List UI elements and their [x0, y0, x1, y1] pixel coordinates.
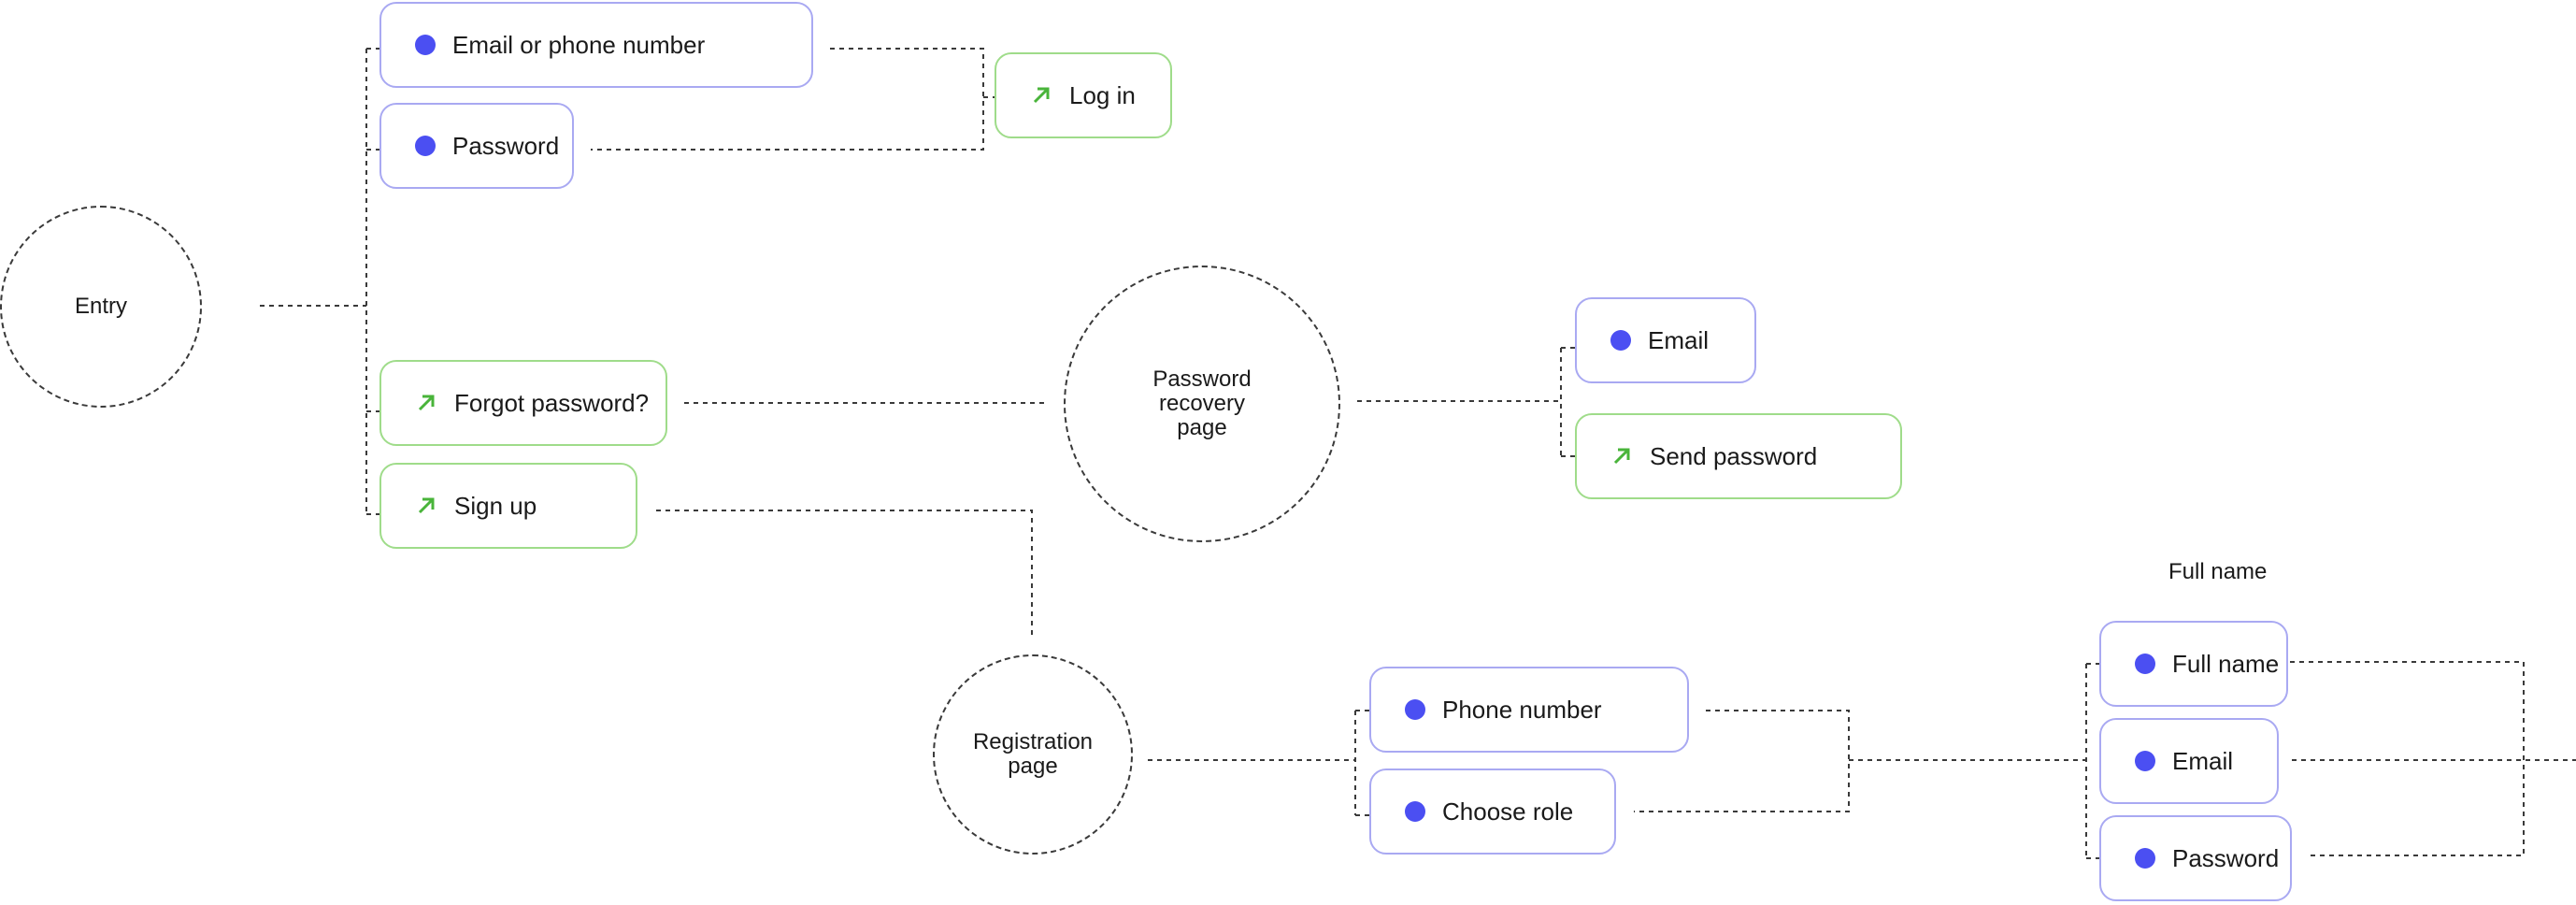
entry-label: Entry — [74, 294, 127, 319]
field-dot-icon — [415, 136, 436, 156]
forgot-password-label: Forgot password? — [454, 388, 650, 417]
arrow-up-right-icon — [1033, 87, 1050, 104]
log-in-button[interactable]: Log in — [995, 52, 1172, 138]
full-name-label: Full name — [2172, 649, 2280, 678]
password-recovery-label: Password recovery page — [1152, 366, 1252, 440]
password-field[interactable]: Password — [379, 103, 574, 189]
choose-role-label: Choose role — [1442, 797, 1574, 826]
arrow-up-right-icon — [418, 497, 435, 514]
send-password-button[interactable]: Send password — [1575, 413, 1902, 499]
arrow-up-right-icon — [418, 395, 435, 411]
field-dot-icon — [1610, 330, 1631, 351]
full-name-field[interactable]: Full name — [2099, 621, 2288, 707]
field-dot-icon — [1405, 801, 1425, 822]
recovery-email-label: Email — [1648, 325, 1710, 354]
profile-password-label: Password — [2172, 843, 2280, 872]
profile-password-field[interactable]: Password — [2099, 815, 2292, 901]
registration-page-circle: Registration page — [933, 654, 1133, 855]
forgot-password-button[interactable]: Forgot password? — [379, 360, 667, 446]
choose-role-field[interactable]: Choose role — [1369, 769, 1616, 855]
email-or-phone-label: Email or phone number — [452, 30, 706, 59]
field-dot-icon — [1405, 699, 1425, 720]
sign-up-label: Sign up — [454, 491, 537, 520]
arrow-up-right-icon — [1613, 448, 1630, 465]
field-dot-icon — [415, 35, 436, 55]
entry-circle: Entry — [0, 206, 202, 408]
sign-up-button[interactable]: Sign up — [379, 463, 637, 549]
field-dot-icon — [2135, 848, 2155, 869]
send-password-label: Send password — [1650, 441, 1818, 470]
recovery-email-field[interactable]: Email — [1575, 297, 1756, 383]
field-dot-icon — [2135, 751, 2155, 771]
registration-label: Registration page — [972, 729, 1094, 779]
profile-group-heading: Full name — [2168, 559, 2268, 584]
phone-number-label: Phone number — [1442, 695, 1602, 724]
profile-email-field[interactable]: Email — [2099, 718, 2279, 804]
email-or-phone-field[interactable]: Email or phone number — [379, 2, 813, 88]
password-label: Password — [452, 131, 560, 160]
field-dot-icon — [2135, 654, 2155, 674]
password-recovery-page-circle: Password recovery page — [1064, 266, 1340, 542]
log-in-label: Log in — [1069, 80, 1136, 109]
phone-number-field[interactable]: Phone number — [1369, 667, 1689, 753]
profile-email-label: Email — [2172, 746, 2234, 775]
